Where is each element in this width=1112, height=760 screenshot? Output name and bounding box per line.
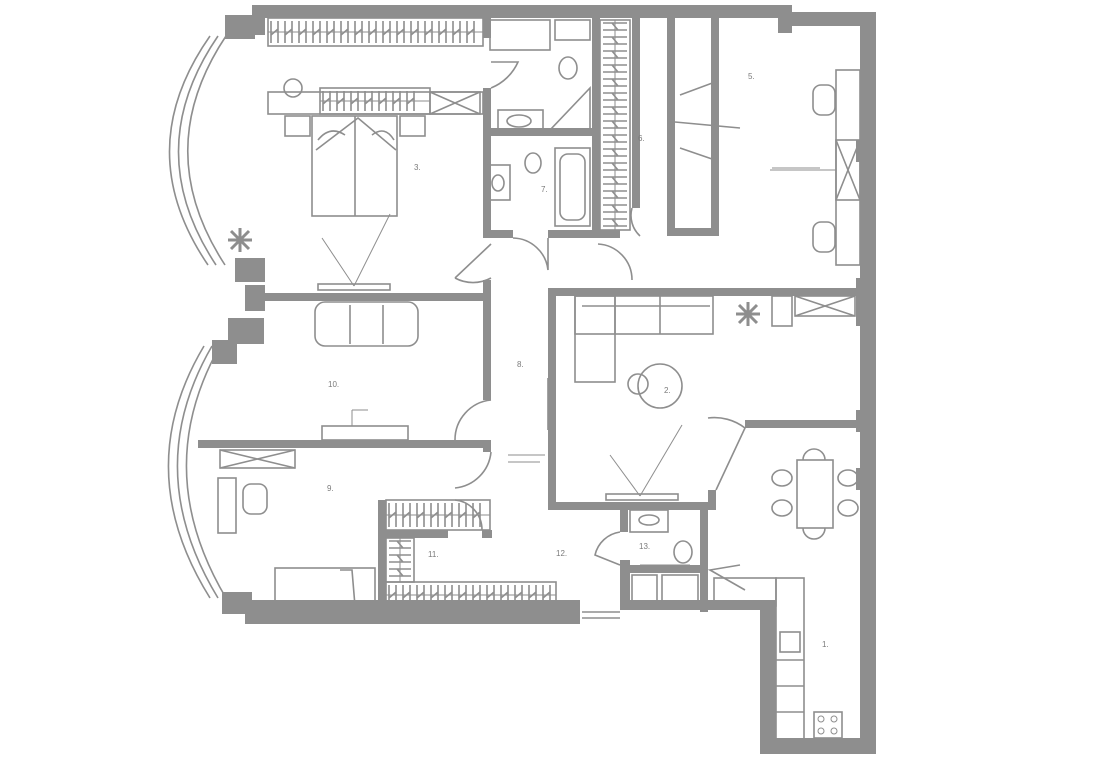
kitchen-furniture [713, 448, 859, 741]
bedroom-9-furniture [217, 449, 376, 609]
room-label-study: 5. [748, 72, 755, 81]
bathroom-fixtures [487, 19, 591, 227]
outer-walls [212, 5, 876, 754]
room-labels: 1. 2. 3. 5. 6. 7. 8. 9. 10. 11. 12. 13. [327, 72, 829, 649]
room-label-bedroom-2: 9. [327, 484, 334, 493]
wc-fixtures [629, 509, 699, 604]
doors [454, 61, 746, 591]
room-label-bedroom-3: 10. [328, 380, 339, 389]
bedroom-10-furniture [314, 301, 419, 441]
room-label-kitchen: 1. [822, 640, 829, 649]
room-label-hall: 12. [556, 549, 567, 558]
right-windows [582, 30, 865, 740]
wardrobes [267, 17, 631, 609]
room-label-bathroom: 7. [541, 185, 548, 194]
room-label-corridor: 8. [517, 360, 524, 369]
small-annotations [351, 167, 820, 566]
room-label-bedroom: 3. [414, 163, 421, 172]
room-label-storage: 11. [428, 550, 439, 559]
room-label-wc: 13. [639, 542, 650, 551]
room-label-dressing: 6. [638, 134, 645, 143]
room-label-living: 2. [664, 386, 671, 395]
interior-walls [198, 18, 863, 612]
study-furniture [674, 69, 861, 266]
bedroom-furniture [228, 78, 484, 291]
curved-window-bays [167, 35, 227, 599]
living-furniture [574, 295, 856, 501]
